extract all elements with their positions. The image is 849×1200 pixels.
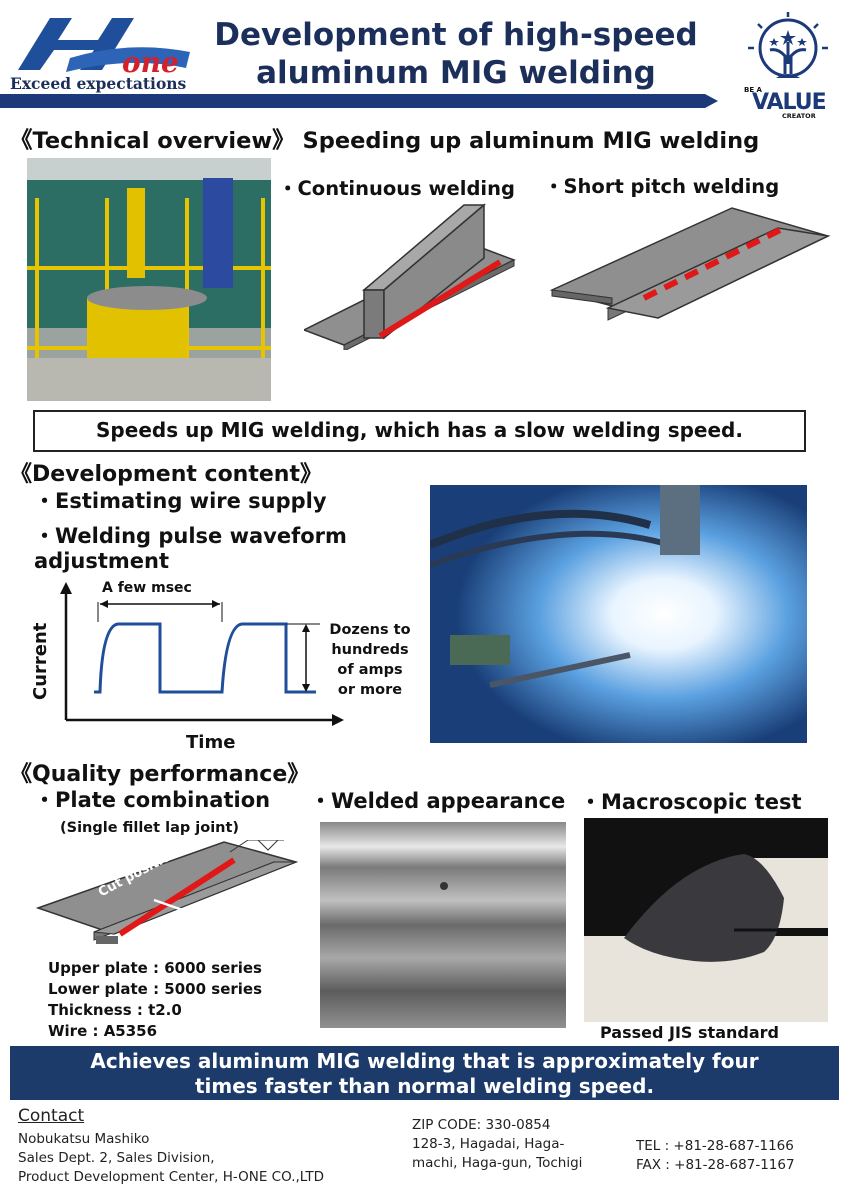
section-heading-quality: 《Quality performance》 [10, 762, 310, 787]
contact-phone: TEL : +81-28-687-1166 FAX : +81-28-687-1… [636, 1137, 795, 1175]
banner-line-1: Achieves aluminum MIG welding that is ap… [90, 1049, 759, 1073]
amp-line-2: hundreds [331, 642, 409, 658]
spec-lower-plate: Lower plate : 5000 series [48, 980, 263, 998]
overview-summary-box [33, 410, 806, 452]
contact-person: Nobukatsu Mashiko Sales Dept. 2, Sales D… [18, 1130, 324, 1187]
macro-cross-section-image [584, 818, 828, 1022]
badge-sub: CREATOR [782, 112, 816, 120]
header-divider [0, 94, 718, 108]
welded-appearance-photo [320, 822, 566, 1028]
contact-addr-1: 128-3, Hagadai, Haga- [412, 1136, 565, 1152]
bullet-pulse-waveform: ・Welding pulse waveform [34, 524, 347, 548]
continuous-welding-label: ・Continuous welding [278, 177, 515, 200]
macro-section-photo [584, 818, 828, 1022]
plate-specs: Upper plate : 6000 series Lower plate : … [48, 958, 262, 1042]
spec-wire: Wire : A5356 [48, 1022, 158, 1040]
tree-icon [748, 12, 828, 78]
waveform-y-label: Current [30, 622, 51, 700]
page-title-line2: aluminum MIG welding [256, 55, 656, 91]
waveform-period-label: A few msec [102, 580, 192, 596]
waveform-amplitude-label: Dozens to hundreds of amps or more [320, 620, 420, 700]
contact-tel: TEL : +81-28-687-1166 [636, 1138, 794, 1154]
banner-line-2: times faster than normal welding speed. [194, 1074, 655, 1098]
contact-addr-2: machi, Haga-gun, Tochigi [412, 1155, 583, 1171]
contact-fax: FAX : +81-28-687-1167 [636, 1157, 795, 1173]
badge-top: BE A [744, 86, 762, 94]
bullet-pulse-waveform-cont: adjustment [34, 549, 170, 573]
logo-tagline: Exceed expectations [10, 74, 187, 93]
amp-line-1: Dozens to [329, 622, 411, 638]
robot-cell-photo [27, 158, 271, 401]
overview-summary: Speeds up MIG welding, which has a slow … [96, 418, 743, 442]
contact-name: Nobukatsu Mashiko [18, 1131, 150, 1147]
short-pitch-weld-diagram [549, 207, 831, 321]
passed-jis-label: Passed JIS standard [600, 1023, 779, 1042]
pulse-waveform-diagram [60, 582, 344, 726]
page-title-line1: Development of high-speed [214, 17, 698, 53]
joint-type-label: (Single fillet lap joint) [60, 820, 240, 836]
short-pitch-welding-label: ・Short pitch welding [544, 175, 780, 198]
spec-upper-plate: Upper plate : 6000 series [48, 959, 262, 977]
welding-arc-photo [430, 485, 807, 743]
logo-one: one [122, 46, 179, 79]
continuous-weld-diagram [304, 203, 516, 350]
section-heading-development: 《Development content》 [10, 462, 322, 487]
lap-joint-diagram [35, 840, 299, 944]
welding-arc-image [430, 485, 807, 743]
amp-line-4: or more [337, 682, 403, 698]
logo-swoosh-icon [18, 18, 190, 72]
plate-combination-label: ・Plate combination [34, 788, 271, 812]
macroscopic-test-label: ・Macroscopic test [580, 790, 802, 814]
company-logo: H one Exceed expectations [10, 10, 200, 94]
spec-thickness: Thickness : t2.0 [48, 1001, 182, 1019]
value-creator-badge: BE A VALUE CREATOR [738, 8, 838, 120]
amp-line-3: of amps [337, 662, 403, 678]
header: H one Exceed expectations Development of… [0, 0, 849, 120]
conclusion-banner [10, 1046, 839, 1100]
welded-appearance-label: ・Welded appearance [310, 789, 566, 813]
robot-cell-image [27, 158, 271, 401]
weld-bead-image [320, 822, 566, 1028]
logo-letter: H [64, 16, 65, 17]
contact-zip: ZIP CODE: 330-0854 [412, 1117, 551, 1133]
section-heading-overview: 《Technical overview》 Speeding up aluminu… [10, 128, 760, 154]
badge-main: VALUE [752, 90, 827, 115]
waveform-x-label: Time [186, 732, 236, 753]
contact-address: ZIP CODE: 330-0854 128-3, Hagadai, Haga-… [412, 1116, 582, 1173]
contact-dept: Sales Dept. 2, Sales Division, [18, 1150, 215, 1166]
contact-center: Product Development Center, H-ONE CO.,LT… [18, 1169, 325, 1185]
contact-heading: Contact [18, 1106, 85, 1126]
bullet-wire-supply: ・Estimating wire supply [34, 489, 327, 513]
